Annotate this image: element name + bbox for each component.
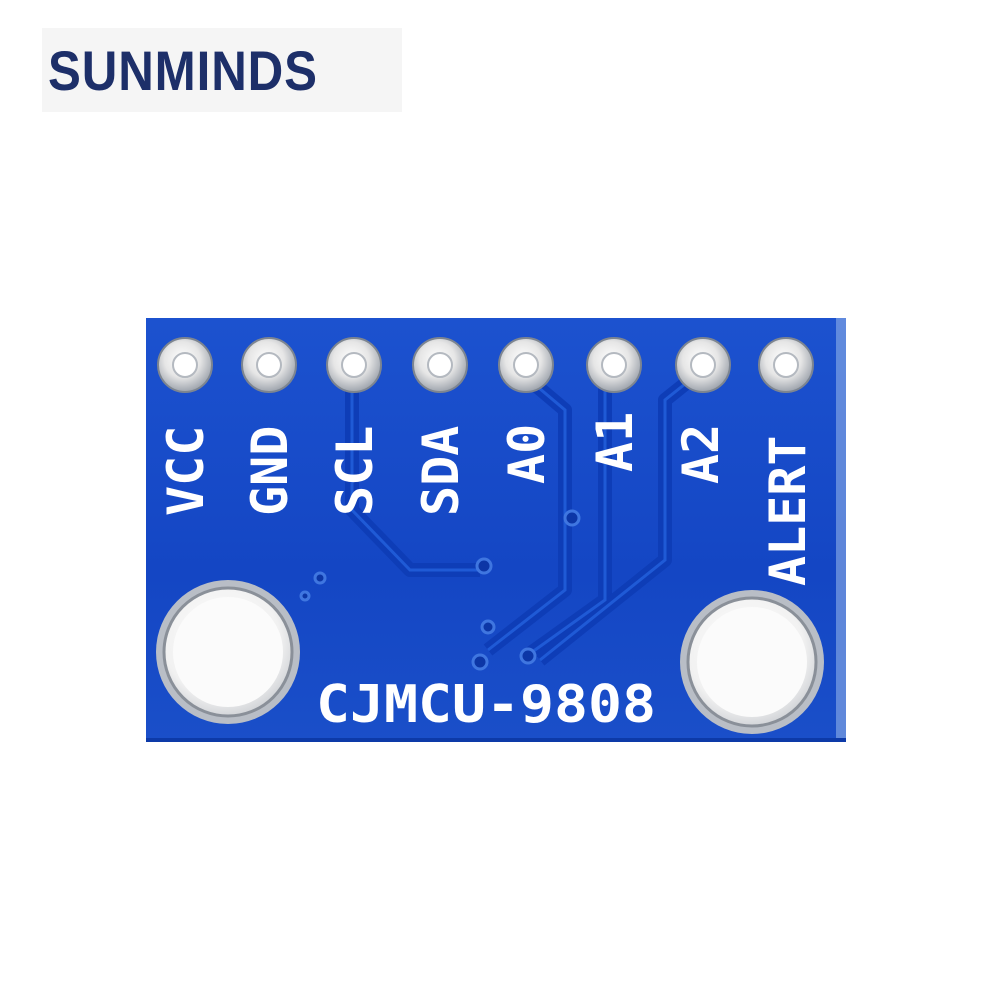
pin-label-sda: SDA xyxy=(412,426,470,516)
pin-label-a2: A2 xyxy=(672,424,730,484)
pin-label-a0: A0 xyxy=(498,424,556,484)
pin-pad-gnd xyxy=(241,337,297,393)
mounting-hole-left xyxy=(156,580,300,724)
brand-logo: SUNMINDS xyxy=(42,28,402,112)
pin-label-vcc: VCC xyxy=(157,426,215,516)
mounting-hole-right xyxy=(680,590,824,734)
pin-pad-a0 xyxy=(498,337,554,393)
pin-header xyxy=(157,337,814,393)
pin-pad-scl xyxy=(326,337,382,393)
brand-name: SUNMINDS xyxy=(48,39,318,102)
pin-pad-vcc xyxy=(157,337,213,393)
pin-pad-a1 xyxy=(586,337,642,393)
pin-label-alert: ALERT xyxy=(759,435,817,586)
pin-label-scl: SCL xyxy=(326,426,384,516)
pin-label-gnd: GND xyxy=(241,426,299,516)
pin-pad-a2 xyxy=(675,337,731,393)
pin-pad-sda xyxy=(412,337,468,393)
pin-pad-alert xyxy=(758,337,814,393)
board-label: CJMCU-9808 xyxy=(316,675,656,735)
pcb-vias xyxy=(299,509,581,671)
pin-label-a1: A1 xyxy=(586,412,644,472)
